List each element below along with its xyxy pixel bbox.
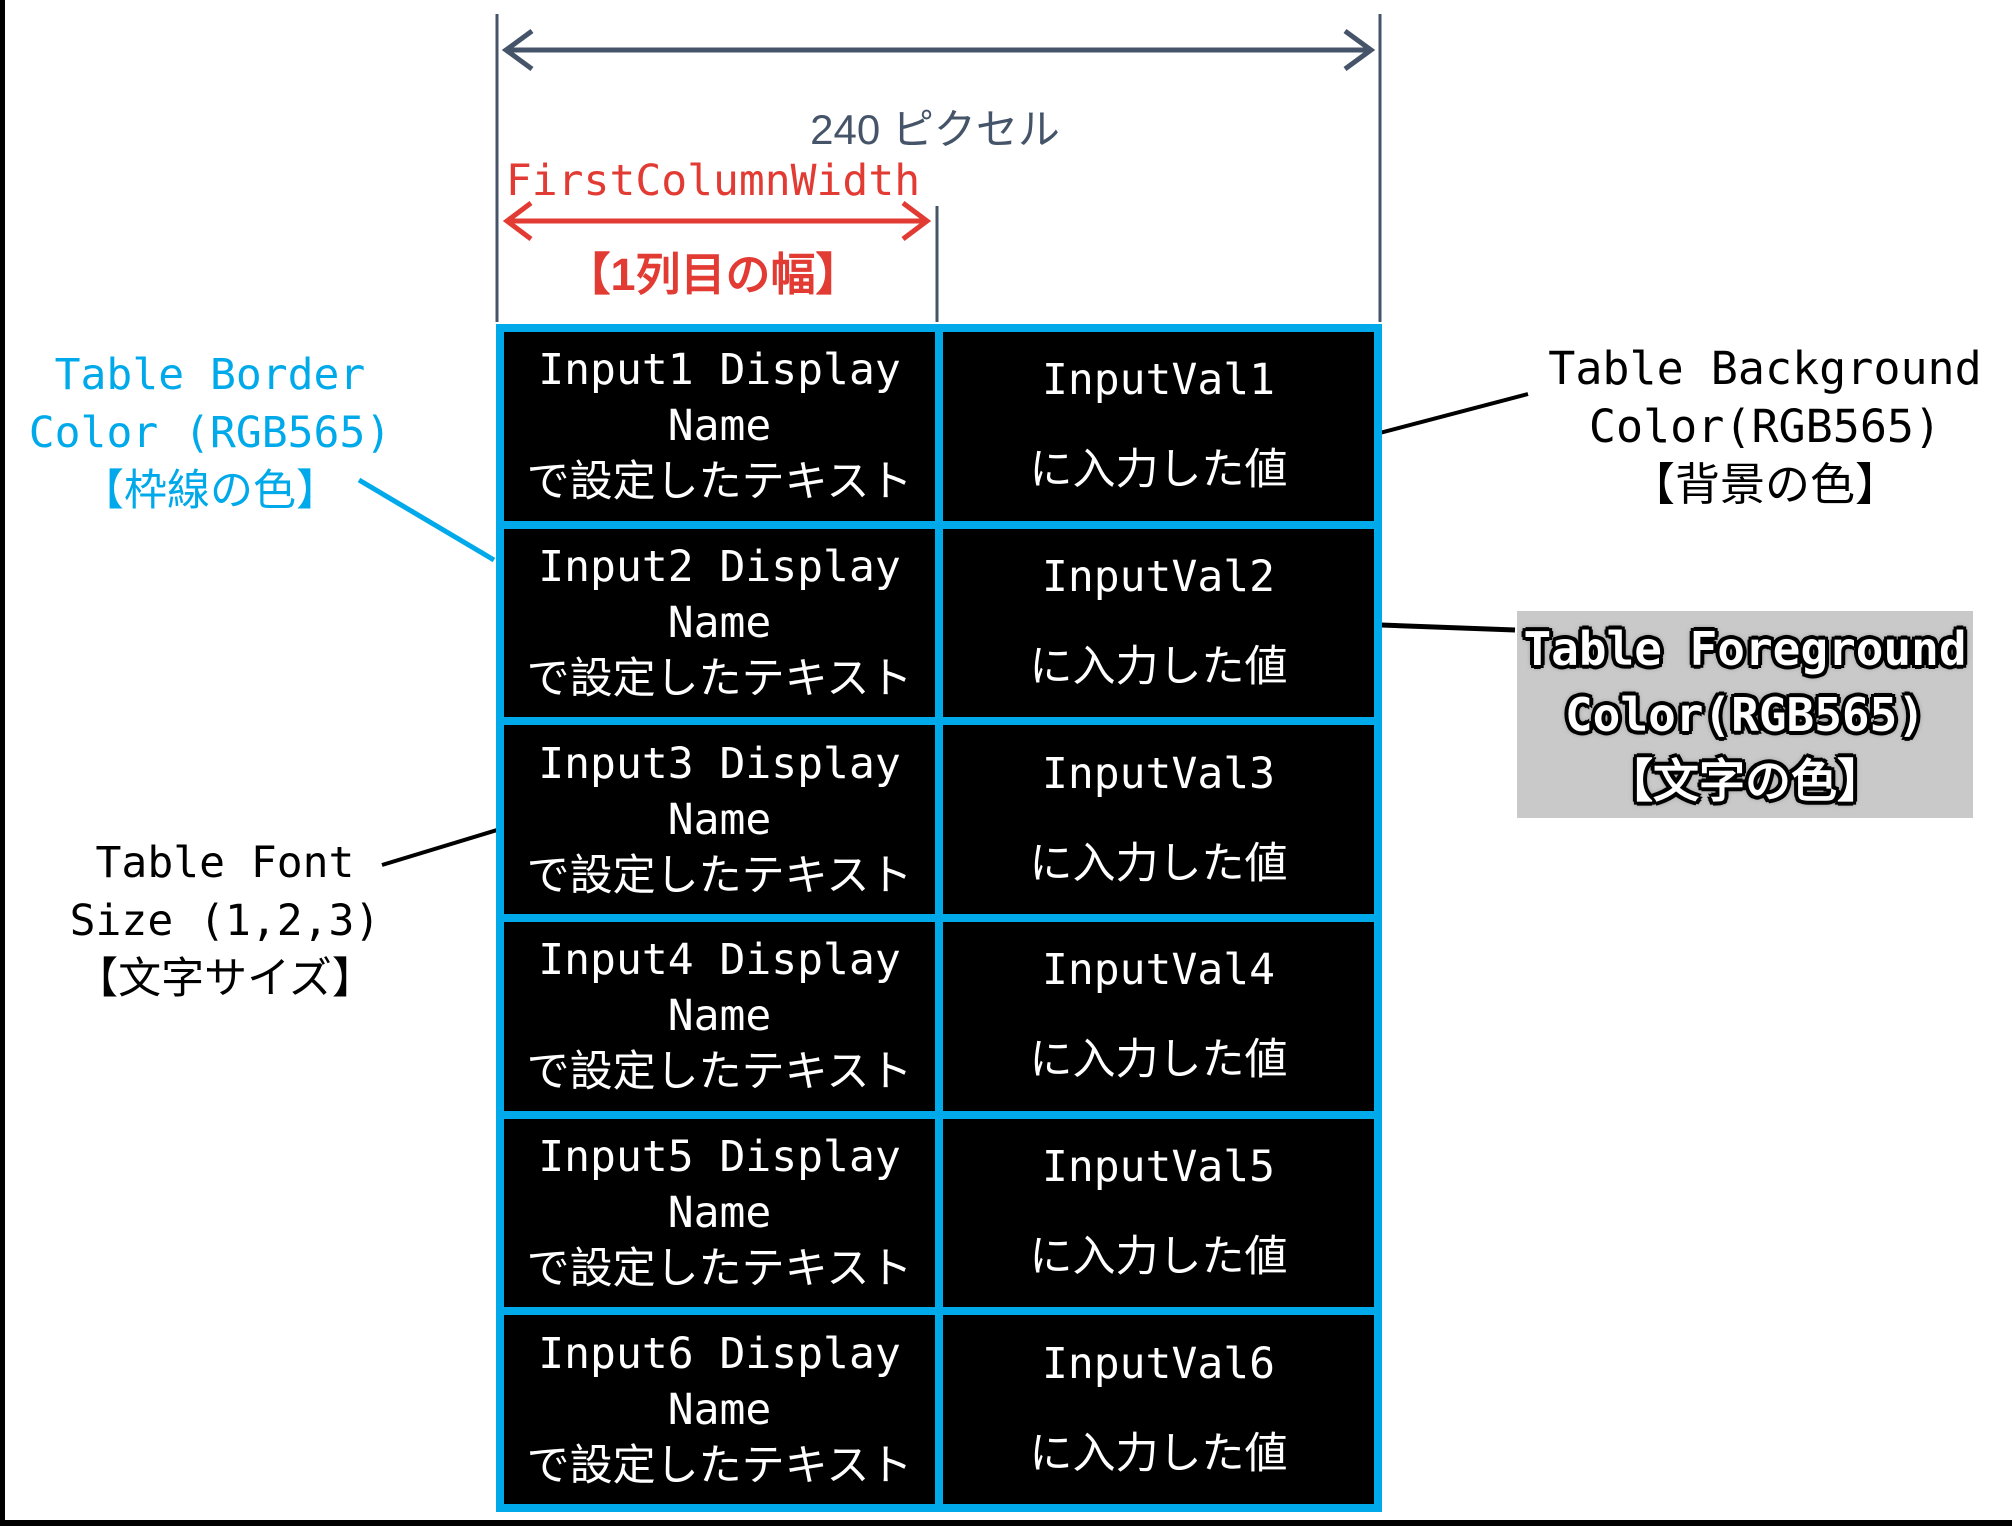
- border-color-annotation-line1: Table Border: [54, 350, 366, 400]
- foreground-color-annotation-line2: Color(RGB565): [1564, 687, 1926, 742]
- cell-text: Name: [667, 597, 772, 648]
- cell-text: InputVal4: [1042, 945, 1275, 996]
- background-color-annotation-line2: Color(RGB565): [1588, 400, 1942, 453]
- table-cell-value-3: InputVal3 に入力した値: [943, 725, 1374, 914]
- cell-text: Name: [667, 1384, 772, 1435]
- cell-text: Name: [667, 794, 772, 845]
- background-color-annotation: Table Background Color(RGB565) 【背景の色】: [1535, 340, 1995, 514]
- cell-text: で設定したテキスト: [526, 1440, 913, 1491]
- first-column-width-label: FirstColumnWidth: [505, 156, 921, 206]
- cell-text: InputVal2: [1042, 551, 1275, 602]
- cell-text: で設定したテキスト: [526, 1047, 913, 1098]
- cell-text: Input3 Display: [538, 738, 901, 789]
- cell-text: Name: [667, 991, 772, 1042]
- table-cell-name-2: Input2 Display Name で設定したテキスト: [504, 528, 935, 718]
- table-cell-name-4: Input4 Display Name で設定したテキスト: [504, 922, 935, 1111]
- font-size-annotation-line2: Size (1,2,3): [69, 896, 381, 946]
- first-column-arrowhead-left: [502, 201, 533, 241]
- cell-text: で設定したテキスト: [526, 457, 913, 508]
- cell-text: に入力した値: [1029, 1231, 1288, 1282]
- font-size-annotation-line1: Table Font: [95, 838, 355, 888]
- cell-text: InputVal5: [1042, 1141, 1275, 1192]
- first-column-arrowhead-right: [901, 201, 932, 241]
- border-color-annotation-line2: Color (RGB565): [28, 408, 392, 458]
- screenshot-bottom-edge: [0, 1520, 2012, 1526]
- cell-text: Name: [667, 1187, 772, 1238]
- cell-text: に入力した値: [1029, 1428, 1288, 1479]
- cell-text: で設定したテキスト: [526, 1243, 913, 1294]
- cell-text: に入力した値: [1029, 838, 1288, 889]
- cell-text: Input5 Display: [538, 1131, 901, 1182]
- cell-text: Input2 Display: [538, 541, 901, 592]
- cell-text: に入力した値: [1029, 445, 1288, 496]
- total-width-arrowhead-left: [501, 28, 534, 72]
- table-cell-value-2: InputVal2 に入力した値: [943, 528, 1374, 718]
- background-color-annotation-line3: 【背景の色】: [1629, 458, 1900, 511]
- cell-text: Input4 Display: [538, 935, 901, 986]
- cell-text: InputVal1: [1042, 355, 1275, 406]
- border-color-annotation: Table Border Color (RGB565) 【枠線の色】: [0, 346, 420, 520]
- cell-text: Input6 Display: [538, 1328, 901, 1379]
- table-cell-value-4: InputVal4 に入力した値: [943, 922, 1374, 1111]
- background-color-annotation-line1: Table Background: [1548, 342, 1982, 395]
- foreground-color-annotation-line3: 【文字の色】: [1607, 753, 1883, 808]
- first-column-width-label-jp: 【1列目の幅】: [565, 249, 861, 300]
- cell-text: InputVal6: [1042, 1338, 1275, 1389]
- screenshot-left-edge: [0, 0, 5, 1526]
- table-cell-name-3: Input3 Display Name で設定したテキスト: [504, 725, 935, 914]
- border-color-annotation-line3: 【枠線の色】: [81, 466, 339, 516]
- font-size-annotation-line3: 【文字サイズ】: [75, 954, 375, 1004]
- font-size-annotation: Table Font Size (1,2,3) 【文字サイズ】: [10, 834, 440, 1008]
- cell-text: に入力した値: [1029, 1035, 1288, 1086]
- cell-text: で設定したテキスト: [526, 653, 913, 704]
- cell-text: に入力した値: [1029, 641, 1288, 692]
- table-cell-value-6: InputVal6 に入力した値: [943, 1315, 1374, 1504]
- table-cell-name-1: Input1 Display Name で設定したテキスト: [504, 332, 935, 521]
- table-cell-value-1: InputVal1 に入力した値: [943, 332, 1374, 521]
- table-cell-value-5: InputVal5 に入力した値: [943, 1118, 1374, 1308]
- foreground-color-annotation: Table Foreground Color(RGB565) 【文字の色】: [1517, 611, 1973, 818]
- total-width-arrowhead-right: [1343, 28, 1376, 72]
- total-width-label: 240 ピクセル: [810, 106, 1060, 153]
- table-cell-name-5: Input5 Display Name で設定したテキスト: [504, 1118, 935, 1308]
- foreground-color-annotation-line1: Table Foreground: [1523, 621, 1967, 676]
- display-table: Input1 Display Name で設定したテキスト InputVal1 …: [496, 324, 1382, 1512]
- cell-text: InputVal3: [1042, 748, 1275, 799]
- cell-text: Input1 Display: [538, 345, 901, 396]
- cell-text: で設定したテキスト: [526, 850, 913, 901]
- table-cell-name-6: Input6 Display Name で設定したテキスト: [504, 1315, 935, 1504]
- cell-text: Name: [667, 401, 772, 452]
